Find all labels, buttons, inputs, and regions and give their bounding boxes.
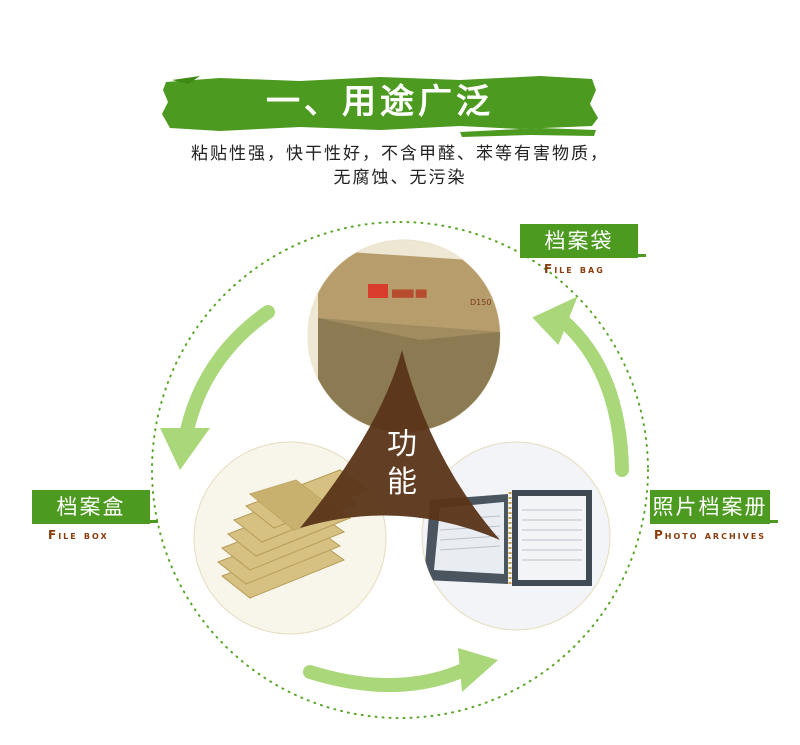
description: 粘贴性强，快干性好，不含甲醛、苯等有害物质， 无腐蚀、无污染	[100, 142, 700, 190]
tag-file-bag-en: File bag	[544, 262, 605, 276]
tag-file-box: 档案盒 File box	[32, 490, 162, 552]
description-line-2: 无腐蚀、无污染	[333, 168, 467, 188]
tag-file-bag: 档案袋 File bag	[520, 224, 650, 286]
center-triangle	[300, 350, 500, 540]
center-function-label: 功 能	[380, 426, 424, 502]
svg-text:████ ██: ████ ██	[391, 289, 427, 298]
tag-file-bag-cn: 档案袋	[520, 224, 646, 258]
arrow-top-right	[532, 296, 629, 477]
center-label-char-2: 能	[387, 465, 417, 500]
bag-code-label: D150	[470, 298, 491, 307]
center-label-char-1: 功	[387, 427, 417, 462]
section-title: 一、用途广泛	[266, 82, 494, 122]
tag-photo-archives: 照片档案册 Photo archives	[650, 490, 790, 552]
photo-archives-photo	[421, 441, 611, 631]
tag-file-box-en: File box	[48, 528, 109, 542]
tag-file-box-cn: 档案盒	[32, 490, 158, 524]
dotted-ring	[151, 221, 649, 719]
tag-photo-archives-en: Photo archives	[654, 528, 767, 542]
brush-stroke-background	[162, 76, 598, 137]
arrow-top-left	[160, 305, 275, 470]
description-line-1: 粘贴性强，快干性好，不含甲醛、苯等有害物质，	[191, 144, 609, 164]
tag-photo-archives-cn: 照片档案册	[650, 490, 778, 524]
section-banner: 一、用途广泛	[160, 74, 600, 138]
arrow-bottom	[303, 648, 498, 693]
